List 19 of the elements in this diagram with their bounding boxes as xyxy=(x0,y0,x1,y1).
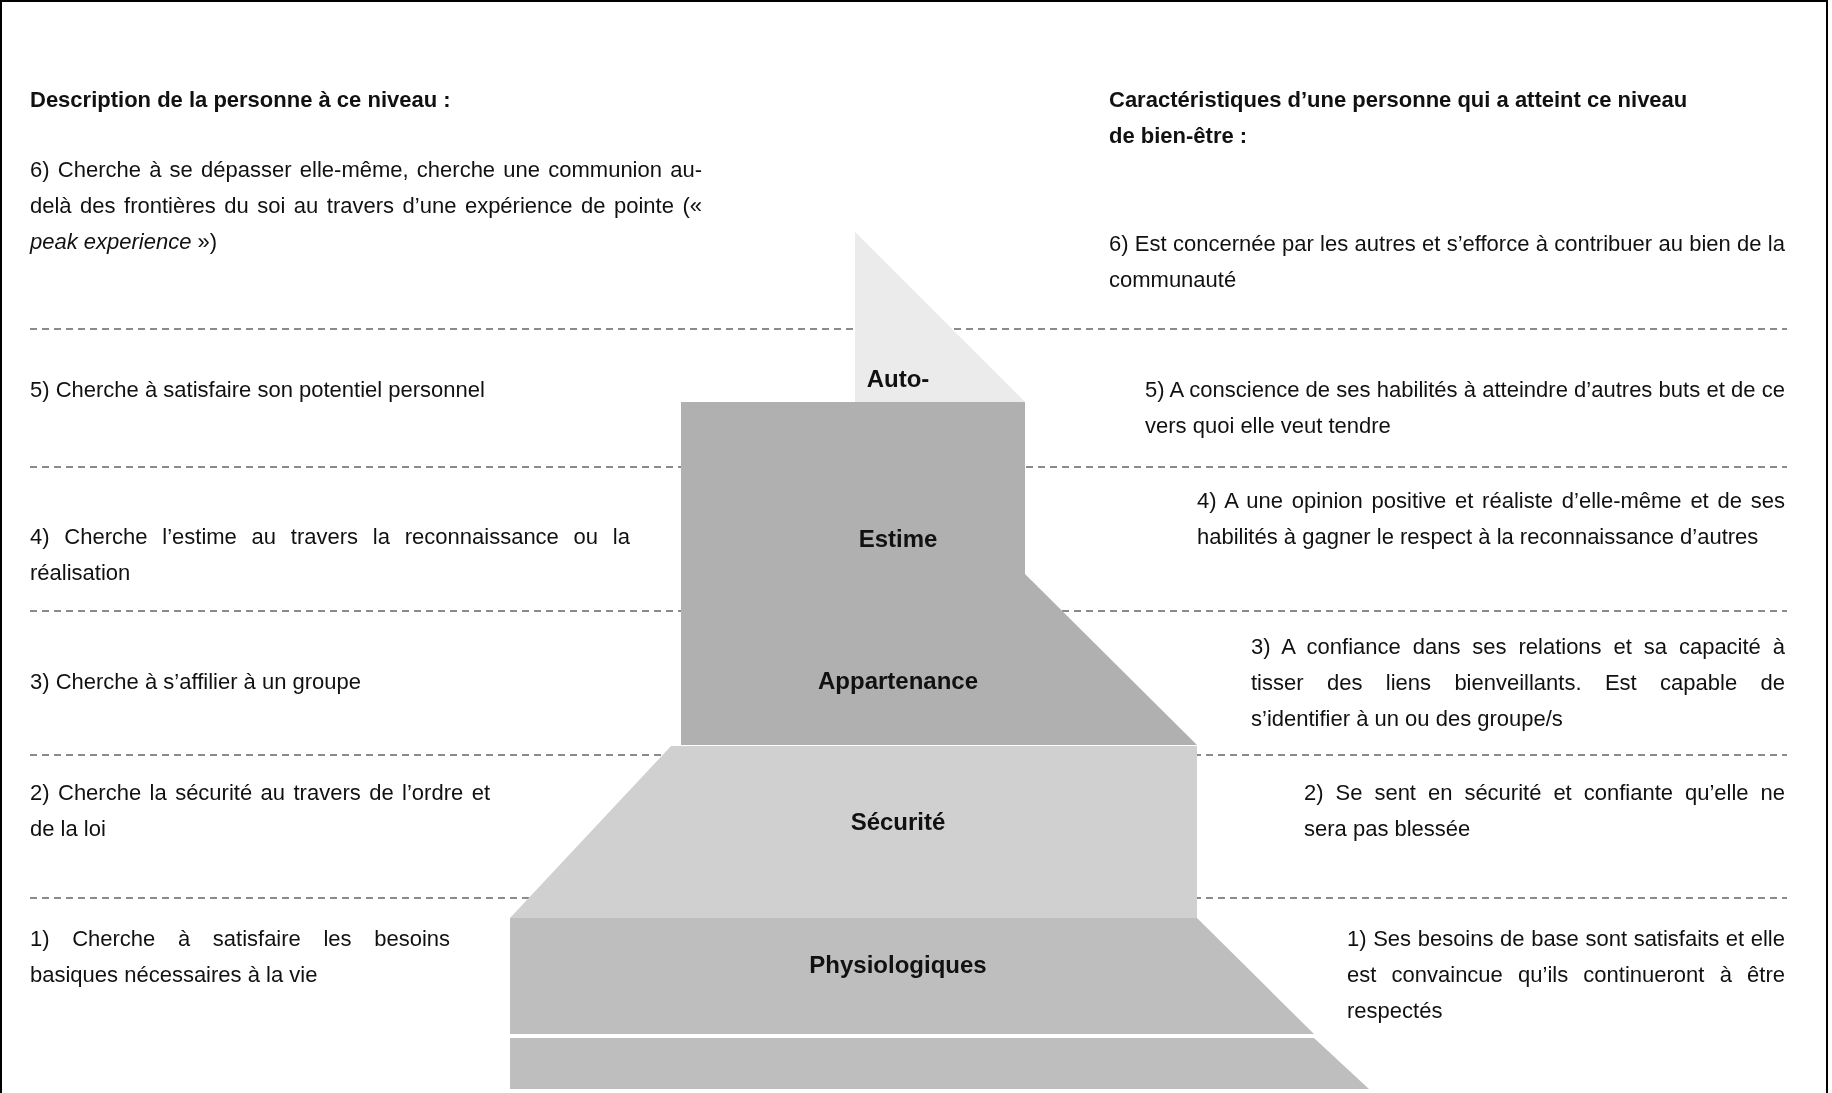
level-description: 6) Est concernée par les autres et s’efforce à contribuer au bien de la communauté xyxy=(1109,230,1785,294)
level-description: 5) A conscience de ses habilités à atteindre d’autres buts et de ce vers quoi elle veut tendre xyxy=(1145,376,1785,440)
level-description: 3) Cherche à s’affilier à un groupe xyxy=(30,668,362,696)
tier-label: Estime xyxy=(858,525,938,553)
level-description: 2) Se sent en sécurité et confiante qu’elle ne sera pas blessée xyxy=(1304,779,1785,843)
tier-label: Auto- xyxy=(866,365,930,393)
tier-label: Physiologiques xyxy=(809,951,987,979)
level-description: 6) Cherche à se dépasser elle-même, cherche une communion au-delà des frontières du soi au travers d’une expérience de pointe (« peak experience ») xyxy=(30,156,702,256)
level-description: 1) Cherche à satisfaire les besoins basiques nécessaires à la vie xyxy=(30,925,450,989)
column-heading: Caractéristiques d’une personne qui a atteint ce niveau de bien-être : xyxy=(1109,86,1689,150)
level-description: 4) A une opinion positive et réaliste d’elle-même et de ses habilités à gagner le respect à la reconnaissance d’autres xyxy=(1197,487,1785,551)
tier-label: Appartenance xyxy=(818,667,978,695)
level-description: 5) Cherche à satisfaire son potentiel personnel xyxy=(30,376,486,404)
column-heading: Description de la personne à ce niveau : xyxy=(30,86,452,114)
level-description: 4) Cherche l’estime au travers la reconnaissance ou la réalisation xyxy=(30,523,630,587)
level-description: 1) Ses besoins de base sont satisfaits et elle est convaincue qu’ils continueront à être respectés xyxy=(1347,925,1785,1025)
level-description: 2) Cherche la sécurité au travers de l’ordre et de la loi xyxy=(30,779,490,843)
level-description: 3) A confiance dans ses relations et sa capacité à tisser des liens bienveillants. Est capable de s’identifier à un ou des groupe/s xyxy=(1251,633,1785,733)
tier-label: Sécurité xyxy=(850,808,946,836)
